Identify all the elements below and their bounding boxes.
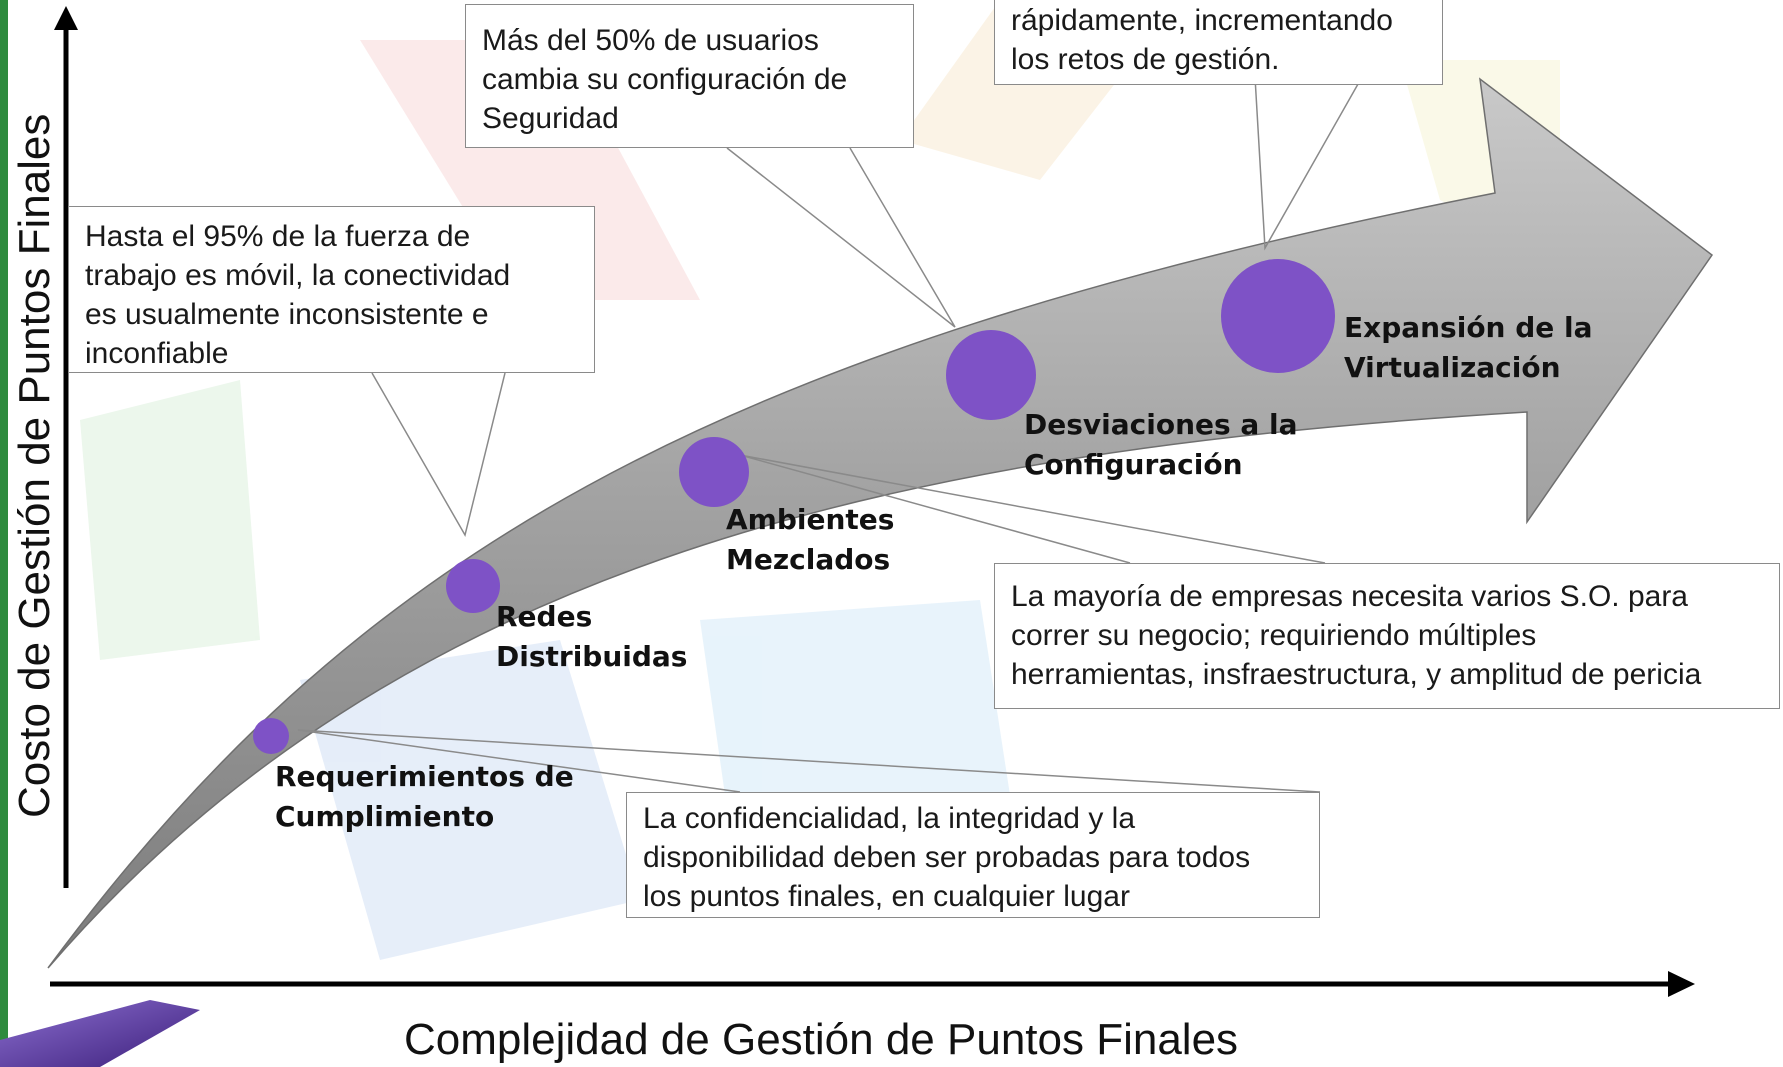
stage-label-expansion: Expansión de la Virtualización bbox=[1344, 308, 1593, 388]
callout-line: La confidencialidad, la integridad y la bbox=[643, 802, 1135, 835]
stage-label-line: Redes bbox=[496, 600, 593, 633]
corner-decoration bbox=[0, 1000, 200, 1067]
sidebar-accent bbox=[0, 0, 8, 1067]
callout-line: rápidamente, incrementando bbox=[1011, 4, 1393, 37]
stage-label-redes: Redes Distribuidas bbox=[496, 597, 687, 677]
callout-line: los retos de gestión. bbox=[1011, 43, 1280, 76]
y-axis bbox=[54, 6, 78, 888]
bubble-expansion bbox=[1221, 259, 1335, 373]
stage-label-line: Desviaciones a la bbox=[1024, 408, 1298, 441]
callout-line: es usualmente inconsistente e bbox=[85, 298, 489, 331]
x-axis bbox=[50, 971, 1695, 997]
stage-label-line: Mezclados bbox=[726, 543, 891, 576]
callout-line: correr su negocio; requiriendo múltiples bbox=[1011, 619, 1537, 652]
x-axis-title: Complejidad de Gestión de Puntos Finales bbox=[404, 1015, 1239, 1064]
callout-virtualizacion: rápidamente, incrementando los retos de … bbox=[994, 0, 1443, 85]
stage-label-line: Ambientes bbox=[726, 503, 895, 536]
bubble-requerimientos bbox=[253, 718, 289, 754]
stage-label-requerimientos: Requerimientos de Cumplimiento bbox=[275, 757, 574, 837]
callout-line: Hasta el 95% de la fuerza de bbox=[85, 220, 471, 253]
stage-label-line: Expansión de la bbox=[1344, 311, 1593, 344]
callout-line: La mayoría de empresas necesita varios S… bbox=[1011, 580, 1688, 613]
stage-label-line: Configuración bbox=[1024, 448, 1243, 481]
callout-line: los puntos finales, en cualquier lugar bbox=[643, 880, 1130, 913]
callout-line: cambia su configuración de bbox=[482, 63, 848, 96]
callout-line: herramientas, insfraestructura, y amplit… bbox=[1011, 658, 1702, 691]
callout-line: trabajo es móvil, la conectividad bbox=[85, 259, 511, 292]
callout-line: inconfiable bbox=[85, 337, 229, 370]
callout-line: Seguridad bbox=[482, 102, 619, 135]
stage-label-line: Distribuidas bbox=[496, 640, 688, 673]
stage-label-line: Requerimientos de bbox=[275, 760, 574, 793]
callout-movilidad: Hasta el 95% de la fuerza de trabajo es … bbox=[68, 206, 595, 373]
callout-line: disponibilidad deben ser probadas para t… bbox=[643, 841, 1251, 874]
callout-seguridad: Más del 50% de usuarios cambia su config… bbox=[465, 4, 914, 148]
bubble-ambientes bbox=[679, 437, 749, 507]
callout-line: Más del 50% de usuarios bbox=[482, 24, 819, 57]
callout-confidencialidad: La confidencialidad, la integridad y la … bbox=[626, 792, 1320, 918]
stage-label-line: Virtualización bbox=[1344, 351, 1561, 384]
bubble-redes bbox=[446, 559, 500, 613]
callout-sistemas-operativos: La mayoría de empresas necesita varios S… bbox=[994, 563, 1780, 709]
stage-label-line: Cumplimiento bbox=[275, 800, 495, 833]
stage-label-desviaciones: Desviaciones a la Configuración bbox=[1024, 405, 1298, 485]
bubble-desviaciones bbox=[946, 330, 1036, 420]
stage-label-ambientes: Ambientes Mezclados bbox=[726, 500, 894, 580]
y-axis-title: Costo de Gestión de Puntos Finales bbox=[10, 113, 59, 818]
